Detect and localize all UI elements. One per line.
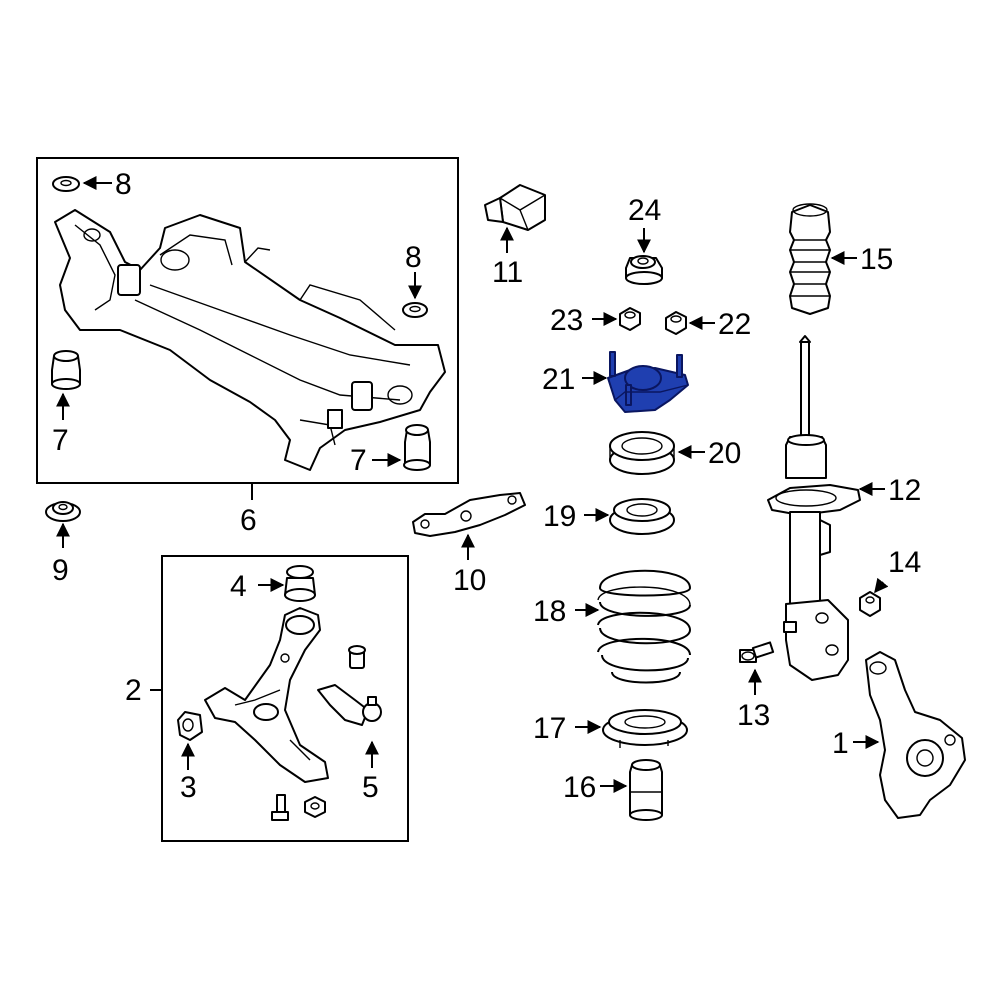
callout-24[interactable]: 24	[628, 194, 661, 227]
callout-23[interactable]: 23	[550, 304, 583, 337]
callout-9[interactable]: 9	[52, 554, 69, 587]
nut-part-arm[interactable]	[304, 796, 326, 818]
spring-seat-part-19[interactable]	[609, 498, 675, 535]
callout-18[interactable]: 18	[533, 595, 566, 628]
bushing-part-3[interactable]	[177, 711, 203, 741]
callout-22[interactable]: 22	[718, 308, 751, 341]
stud-part[interactable]	[348, 645, 366, 669]
nut-part-14[interactable]	[859, 591, 881, 617]
callout-17[interactable]: 17	[533, 712, 566, 745]
bushing-part-7b[interactable]	[403, 424, 431, 471]
bushing-part-7a[interactable]	[51, 350, 81, 390]
callout-13[interactable]: 13	[737, 699, 770, 732]
nut-part-22[interactable]	[665, 311, 687, 335]
bushing-part-4[interactable]	[284, 565, 316, 602]
washer-part-8a[interactable]	[52, 176, 80, 192]
callout-15[interactable]: 15	[860, 243, 893, 276]
callout-21[interactable]: 21	[542, 363, 575, 396]
callout-10[interactable]: 10	[453, 564, 486, 597]
callout-4[interactable]: 4	[230, 570, 247, 603]
callout-12[interactable]: 12	[888, 474, 921, 507]
bump-stop-part-16[interactable]	[629, 759, 663, 821]
callout-7b[interactable]: 7	[350, 444, 367, 477]
ball-joint-part-5[interactable]	[317, 684, 382, 726]
callout-6[interactable]: 6	[240, 504, 257, 537]
dust-boot-part-15[interactable]	[789, 203, 831, 315]
callout-2[interactable]: 2	[125, 674, 142, 707]
callout-19[interactable]: 19	[543, 500, 576, 533]
callout-3[interactable]: 3	[180, 771, 197, 804]
callout-20[interactable]: 20	[708, 437, 741, 470]
nut-part-23[interactable]	[619, 307, 641, 331]
crossmember-group-box	[36, 157, 459, 484]
bracket-part-10[interactable]	[412, 492, 526, 537]
callout-5[interactable]: 5	[362, 771, 379, 804]
strut-mount-part-21[interactable]	[607, 351, 689, 413]
cap-part-24[interactable]	[625, 255, 663, 285]
callout-1[interactable]: 1	[832, 727, 849, 760]
bolt-part-arm[interactable]	[271, 794, 289, 821]
spring-seat-part-17[interactable]	[602, 709, 688, 748]
lower-control-arm-part[interactable]	[204, 607, 329, 783]
callout-16[interactable]: 16	[563, 771, 596, 804]
callout-8a[interactable]: 8	[115, 168, 132, 201]
strut-part-12[interactable]	[767, 335, 861, 681]
bolt-part-13[interactable]	[739, 641, 775, 663]
bushing-part-9[interactable]	[45, 501, 81, 522]
control-arm-group-box	[161, 555, 409, 842]
steering-knuckle-part-1[interactable]	[865, 651, 966, 819]
crossmember-part[interactable]	[54, 209, 446, 471]
washer-part-8b[interactable]	[402, 302, 428, 318]
coil-spring-part-18[interactable]	[597, 569, 691, 684]
bracket-part-11[interactable]	[484, 184, 546, 231]
callout-8b[interactable]: 8	[405, 241, 422, 274]
callout-11[interactable]: 11	[492, 256, 523, 289]
callout-14[interactable]: 14	[888, 546, 921, 579]
callout-7a[interactable]: 7	[52, 424, 69, 457]
bearing-part-20[interactable]	[609, 431, 675, 475]
